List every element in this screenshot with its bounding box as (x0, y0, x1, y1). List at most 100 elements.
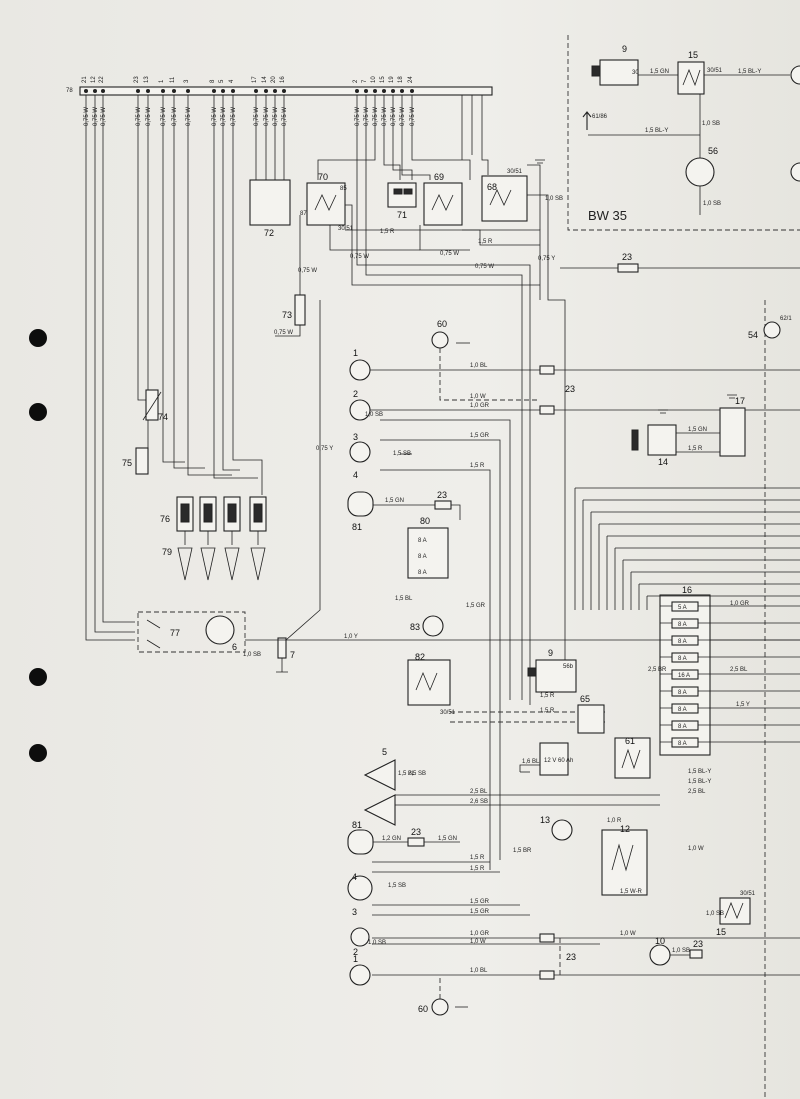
bus-terminal (364, 89, 368, 93)
wire-label: 1,5 BL-Y (645, 128, 668, 134)
label-70: 70 (318, 172, 328, 182)
bundle-wire (646, 595, 800, 610)
horn-5b (363, 794, 396, 826)
label-65: 65 (580, 694, 590, 704)
bundle-wire (582, 499, 800, 610)
label-69: 69 (434, 172, 444, 182)
wire-label: 2,5 BL (688, 789, 706, 795)
block-71 (387, 182, 417, 208)
fuse-8a: 8 A (418, 554, 427, 560)
bw35-label: BW 35 (588, 208, 627, 223)
bus-terminal-number: 13 (144, 76, 150, 83)
battery (539, 742, 569, 776)
resistor-75 (135, 447, 149, 475)
bus-terminal-number: 21 (82, 76, 88, 83)
label-81a: 81 (352, 522, 362, 532)
battery-label: 12 V 60 Ah (544, 758, 573, 764)
label-60a: 60 (437, 319, 447, 329)
bus-wire-label: 0,75 W (264, 107, 270, 126)
lamp-60-top (431, 331, 449, 349)
right-wire-bundle (574, 487, 800, 610)
punch-hole (29, 329, 47, 347)
wire-73 (275, 325, 301, 337)
bundle-wire (614, 547, 800, 610)
wire-label: 1,5 GN (650, 69, 669, 75)
wire-label: 1,5 GR (470, 909, 490, 915)
bus-wire-label: 0,75 W (391, 107, 397, 126)
label-15b: 15 (716, 927, 726, 937)
bus-terminal (373, 89, 377, 93)
wire-label: 1,0 GR (470, 403, 490, 409)
relay-61-coil (621, 748, 641, 770)
label-54: 54 (748, 330, 758, 340)
connector-23 (617, 263, 639, 273)
switch-56 (685, 157, 715, 187)
fuse (671, 652, 699, 663)
wire-label: 1,5 GN (688, 427, 707, 433)
wire-label: 1,5 GR (470, 899, 490, 905)
label-1a: 1 (353, 348, 358, 358)
label-81b: 81 (352, 820, 362, 830)
bus-terminal-number: 5 (219, 79, 225, 83)
headlamp-wires-top (370, 369, 800, 870)
battery-ground (519, 764, 540, 772)
bus-wire-label: 0,75 W (136, 107, 142, 126)
wire-label: 1,5 BL-Y (688, 779, 711, 785)
label-3a: 3 (353, 432, 358, 442)
fuse (671, 618, 699, 629)
label-10: 10 (655, 936, 665, 946)
label-16: 16 (682, 585, 692, 595)
wire-label: 0,75 W (440, 251, 459, 257)
relay-68-coil (489, 189, 512, 206)
wire-label: 1,0 R (607, 818, 622, 824)
component-3-top (349, 441, 371, 463)
t3051-15b: 30/51 (740, 891, 756, 897)
spark-plug (200, 531, 216, 581)
bus-wire-label: 0,75 W (373, 107, 379, 126)
relay-wires (299, 164, 800, 690)
label-2a: 2 (353, 389, 358, 399)
bus-wire-label: 0,75 W (355, 107, 361, 126)
wire-label: 1,0 SB (672, 948, 690, 954)
bus-terminal-number: 14 (262, 76, 268, 83)
label-74: 74 (158, 412, 168, 422)
wire-label: 1,5 R (380, 229, 395, 235)
bus-terminal-number: 23 (134, 76, 140, 83)
wire-label: 1,0 SB (702, 121, 720, 127)
punch-hole (29, 403, 47, 421)
wire-label: 0,75 Y (538, 256, 555, 262)
bus-terminal-number: 18 (398, 76, 404, 83)
wire-label: 1,0 SB (368, 940, 386, 946)
wire-label: 1,5 BL (395, 596, 413, 602)
connector-23h (689, 949, 703, 959)
connector-73 (294, 294, 306, 326)
fuse-rating: 8 A (678, 741, 687, 747)
horn-5a (363, 759, 396, 791)
connector-23f (539, 933, 555, 943)
ground-7 (276, 658, 288, 673)
label-56: 56 (708, 146, 718, 156)
label-23e: 23 (411, 827, 421, 837)
wire-label: 1,0 W (620, 931, 636, 937)
t30-9: 30 (632, 70, 639, 76)
bus-terminal-number: 7 (362, 79, 368, 83)
wire-label: 0,75 W (350, 254, 369, 260)
bus-terminal (136, 89, 140, 93)
fuse-rating: 5 A (678, 605, 687, 611)
label-79: 79 (162, 547, 172, 557)
bus-wire-label: 0,75 W (410, 107, 416, 126)
bus-wire-label: 0,75 W (273, 107, 279, 126)
coil-core (253, 503, 263, 523)
fuse (671, 635, 699, 646)
fuse-rating: 16 A (678, 673, 690, 679)
bus-label: 78 (66, 88, 73, 94)
bus-terminal (391, 89, 395, 93)
flasher-9-connector (527, 667, 537, 677)
component-14-connector (631, 429, 639, 451)
t3051-82: 30/51 (440, 710, 456, 716)
relay-61 (614, 737, 651, 779)
relay-70-coil (314, 194, 337, 211)
bus-terminal (231, 89, 235, 93)
